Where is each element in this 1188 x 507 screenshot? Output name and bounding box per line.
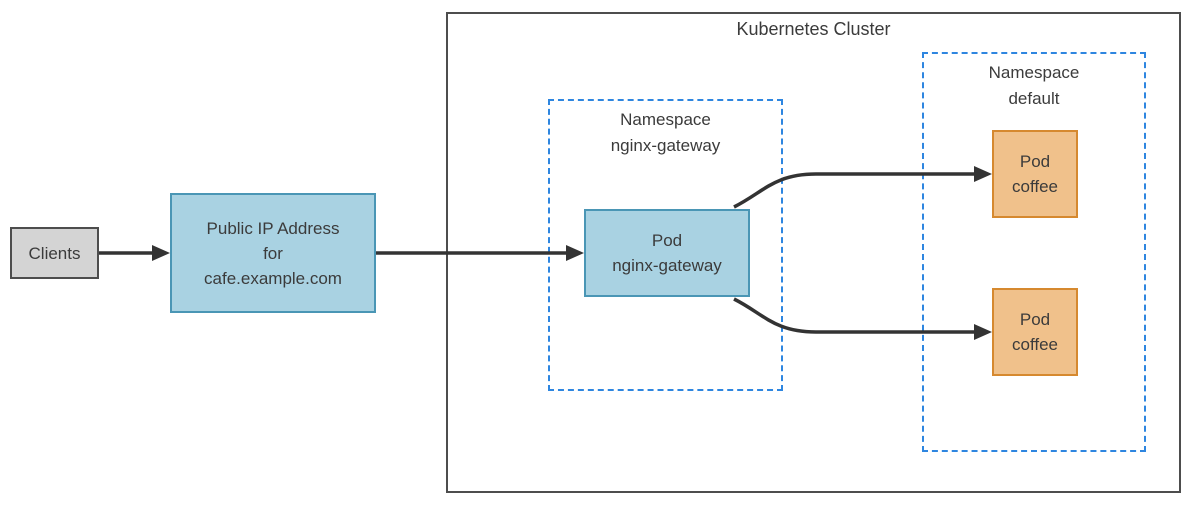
namespace-nginx-gateway-title-line1: Namespace: [620, 110, 711, 129]
pod-coffee-top-box: Pod coffee: [992, 130, 1078, 218]
namespace-default-title-line2: default: [1008, 89, 1060, 108]
namespace-nginx-gateway-title: Namespace nginx-gateway: [550, 101, 781, 159]
clients-label: Clients: [28, 243, 81, 263]
public-ip-box: Public IP Address for cafe.example.com: [170, 193, 376, 313]
pod-nginx-gateway-box: Pod nginx-gateway: [584, 209, 750, 297]
pod-coffee-top-label-line1: Pod: [1019, 152, 1051, 171]
cluster-title: Kubernetes Cluster: [736, 19, 891, 39]
pod-coffee-top-label-line2: coffee: [1011, 177, 1058, 196]
pod-coffee-bottom-label-line1: Pod: [1019, 310, 1051, 329]
public-ip-label-line1: Public IP Address: [206, 218, 340, 238]
clients-box: Clients: [10, 227, 99, 279]
namespace-nginx-gateway-title-line2: nginx-gateway: [610, 136, 721, 155]
pod-coffee-bottom-label-line2: coffee: [1011, 335, 1058, 354]
public-ip-label-line2: for: [263, 243, 283, 263]
pod-nginx-gateway-label-line1: Pod: [651, 231, 683, 250]
pod-coffee-bottom-box: Pod coffee: [992, 288, 1078, 376]
namespace-default-title-line1: Namespace: [988, 63, 1080, 82]
namespace-default-title: Namespace default: [924, 54, 1144, 112]
pod-nginx-gateway-label-line2: nginx-gateway: [612, 256, 722, 275]
public-ip-label-line3: cafe.example.com: [204, 268, 342, 288]
namespace-nginx-gateway-box: Namespace nginx-gateway: [548, 99, 783, 391]
namespace-default-box: Namespace default: [922, 52, 1146, 452]
arrow-clients-to-public-ip: [99, 245, 170, 261]
